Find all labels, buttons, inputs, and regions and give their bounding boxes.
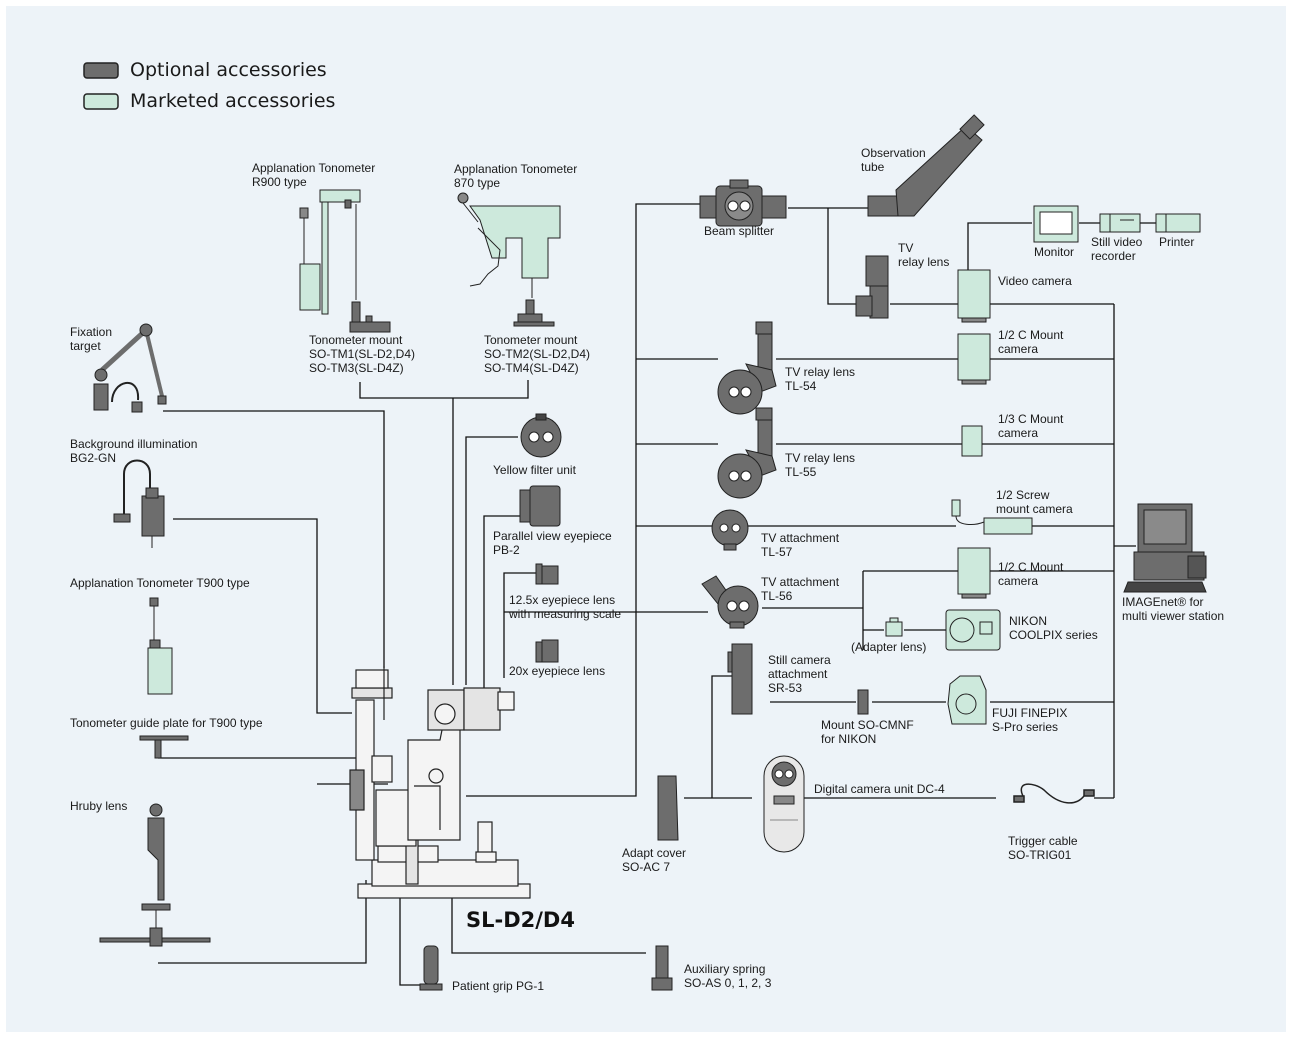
label-monitor: Monitor: [1034, 245, 1075, 259]
imagenet-workstation-icon: [1123, 503, 1207, 593]
label-beam-splitter: Beam splitter: [704, 224, 775, 238]
tonometer-mount-2-icon: [513, 299, 555, 327]
mount-cmnf-icon: [857, 689, 869, 715]
label-patient-grip: Patient grip PG-1: [452, 979, 545, 993]
slit-lamp-icon: [349, 666, 531, 899]
label-fixation-target: Fixation target: [70, 325, 113, 353]
adapter-lens-icon: [885, 617, 903, 637]
still-camera-attachment-icon: [727, 643, 753, 715]
label-c-mount-camera-1: 1/2 C Mount camera: [998, 328, 1064, 356]
label-printer: Printer: [1159, 235, 1195, 249]
legend-optional-label: Optional accessories: [130, 59, 327, 81]
digital-camera-dc4-icon: [763, 755, 805, 853]
c-mount-camera-2-icon: [957, 547, 991, 599]
label-observation-tube: Observation tube: [861, 146, 926, 174]
label-hruby-lens: Hruby lens: [70, 799, 128, 813]
tonometer-870-icon: [457, 192, 561, 298]
trigger-cable-icon: [1013, 783, 1095, 804]
tl-56-icon: [701, 575, 759, 629]
label-screw-mount-camera: 1/2 Screw mount camera: [996, 488, 1073, 516]
label-fuji-finepix: FUJI FINEPIX S-Pro series: [992, 706, 1068, 734]
label-tonometer-mount-2: Tonometer mount SO-TM2(SL-D2,D4) SO-TM4(…: [484, 333, 591, 375]
label-nikon-coolpix: NIKON COOLPIX series: [1009, 614, 1098, 642]
hruby-lens-icon: [99, 803, 211, 947]
label-mount-cmnf: Mount SO-CMNF for NIKON: [821, 718, 914, 746]
c-mount-camera-1-icon: [957, 333, 991, 385]
label-c-mount-camera-3: 1/3 C Mount camera: [998, 412, 1064, 440]
eyepiece-12-5x-icon: [535, 563, 559, 585]
label-eyepiece-20x: 20x eyepiece lens: [509, 664, 606, 678]
label-yellow-filter: Yellow filter unit: [493, 463, 576, 477]
tv-relay-lens-icon: [855, 255, 889, 319]
nikon-coolpix-icon: [945, 609, 1001, 651]
tl-54-icon: [717, 321, 777, 415]
label-tonometer-t900: Applanation Tonometer T900 type: [70, 576, 250, 590]
label-background-illumination: Background illumination BG2-GN: [70, 437, 198, 465]
legend-marketed-swatch: [83, 93, 119, 110]
eyepiece-20x-icon: [535, 639, 559, 663]
model-title: SL-D2/D4: [466, 908, 575, 932]
still-video-recorder-icon: [1099, 213, 1141, 233]
label-still-video-recorder: Still video recorder: [1091, 235, 1143, 263]
adapt-cover-icon: [657, 775, 679, 841]
label-auxiliary-spring: Auxiliary spring SO-AS 0, 1, 2, 3: [684, 962, 772, 990]
fuji-finepix-icon: [947, 675, 987, 725]
label-video-camera: Video camera: [998, 274, 1072, 288]
label-guide-plate: Tonometer guide plate for T900 type: [70, 716, 263, 730]
beam-splitter-icon: [699, 179, 787, 227]
label-eyepiece-12-5x: 12.5x eyepiece lens with measuring scale: [509, 593, 622, 621]
label-tv-relay-lens: TV relay lens: [898, 241, 950, 269]
yellow-filter-icon: [520, 413, 562, 458]
observation-tube-icon: [867, 114, 985, 217]
fixation-target-icon: [93, 323, 167, 413]
printer-icon: [1155, 213, 1201, 233]
patient-grip-icon: [419, 945, 443, 991]
label-tl-54: TV relay lens TL-54: [785, 365, 856, 393]
label-adapter-lens: (Adapter lens): [851, 640, 927, 654]
label-parallel-eyepiece: Parallel view eyepiece PB-2: [493, 529, 612, 557]
guide-plate-icon: [139, 735, 189, 759]
parallel-eyepiece-icon: [519, 485, 561, 527]
label-c-mount-camera-2: 1/2 C Mount camera: [998, 560, 1064, 588]
label-imagenet: IMAGEnet® for multi viewer station: [1122, 595, 1225, 623]
background-illumination-icon: [113, 459, 165, 548]
video-camera-icon: [957, 269, 991, 323]
tonometer-t900-icon: [147, 597, 173, 695]
label-tl-56: TV attachment TL-56: [761, 575, 840, 603]
label-adapt-cover: Adapt cover SO-AC 7: [622, 846, 687, 874]
monitor-icon: [1033, 205, 1079, 243]
label-still-camera-attachment: Still camera attachment SR-53: [768, 653, 831, 695]
label-tl-55: TV relay lens TL-55: [785, 451, 856, 479]
tonometer-mount-1-icon: [349, 301, 391, 333]
screw-mount-camera-icon: [951, 499, 1033, 535]
label-tonometer-870: Applanation Tonometer 870 type: [454, 162, 578, 190]
label-trigger-cable: Trigger cable SO-TRIG01: [1008, 834, 1078, 862]
c-mount-camera-3-icon: [961, 425, 983, 457]
label-digital-camera-dc4: Digital camera unit DC-4: [814, 782, 945, 796]
label-tonometer-mount-1: Tonometer mount SO-TM1(SL-D2,D4) SO-TM3(…: [309, 333, 416, 375]
auxiliary-spring-icon: [651, 945, 673, 991]
legend-marketed-label: Marketed accessories: [130, 90, 336, 112]
label-tl-57: TV attachment TL-57: [761, 531, 840, 559]
connection-lines: [158, 203, 1156, 986]
tonometer-r900-icon: [299, 189, 361, 315]
label-tonometer-r900: Applanation Tonometer R900 type: [252, 161, 376, 189]
legend-optional-swatch: [83, 62, 119, 79]
tl-55-icon: [717, 407, 777, 499]
tl-57-icon: [711, 509, 749, 551]
